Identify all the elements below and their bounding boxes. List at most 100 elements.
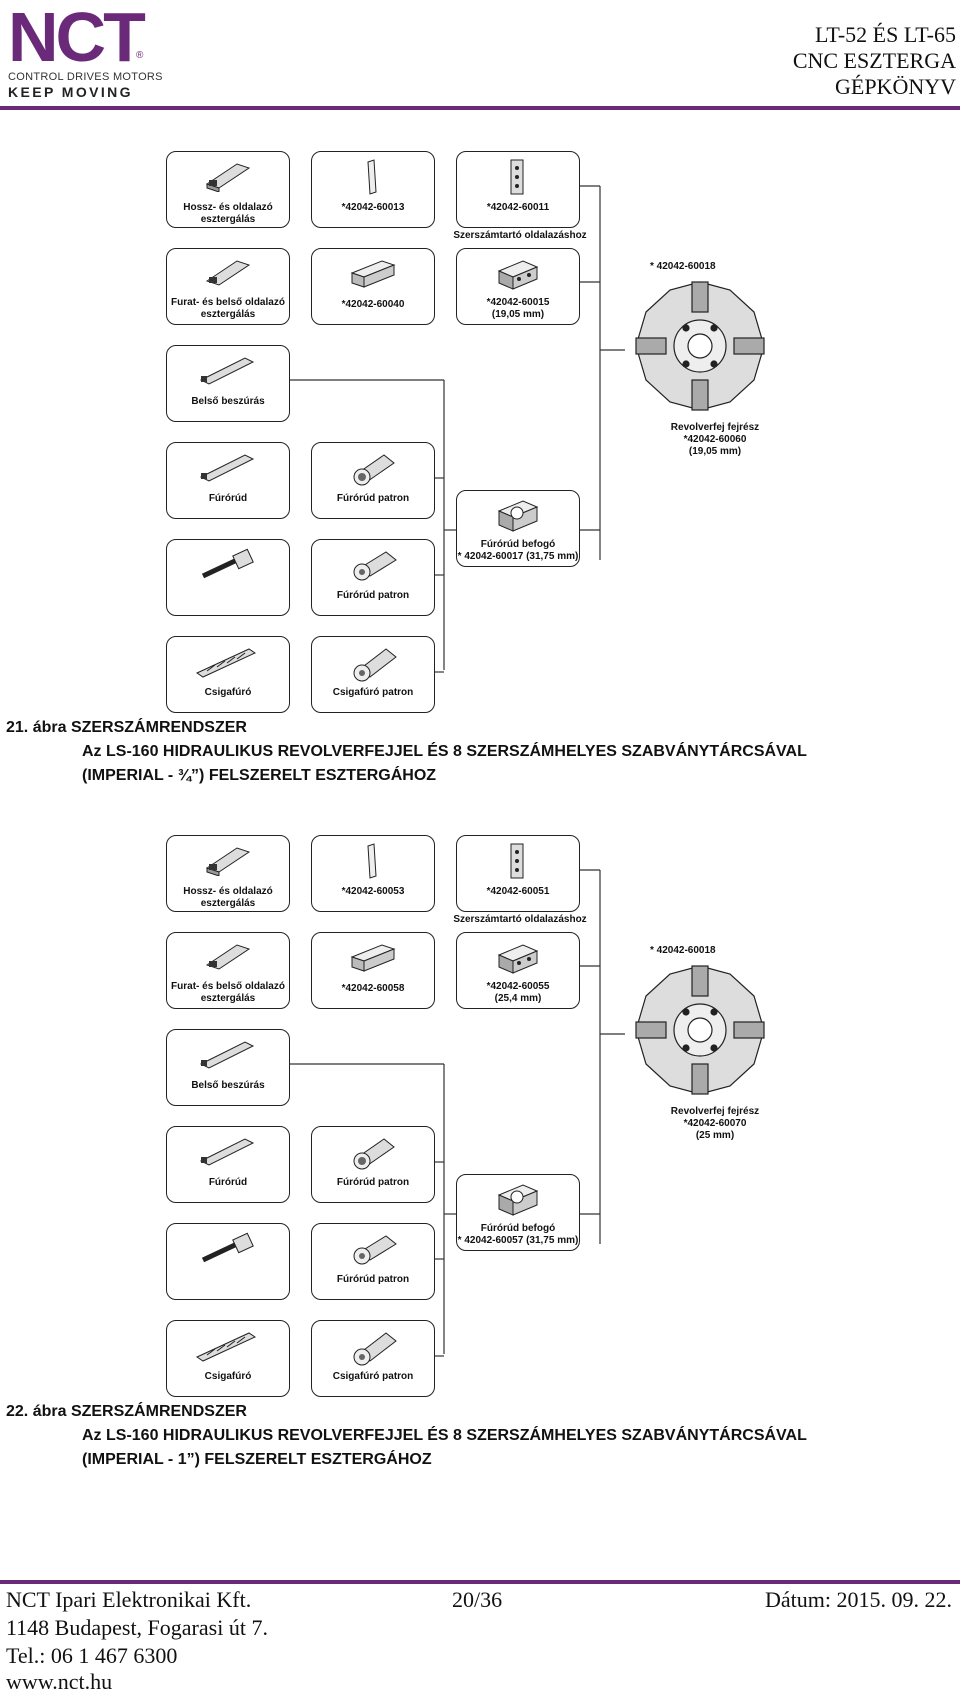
sleeve-icon	[353, 1235, 397, 1265]
tool-box-p4: *42042-60055(25,4 mm)	[456, 932, 580, 1009]
footer-phone: Tel.: 06 1 467 6300	[6, 1643, 178, 1668]
label-revolver-mm: (19,05 mm)	[688, 446, 742, 457]
footer-page-number: 20/36	[452, 1587, 503, 1612]
tool-holder-icon	[205, 163, 251, 192]
spacer-block-icon	[350, 944, 396, 972]
tool-box-p1: *42042-60053	[311, 835, 435, 912]
twist-drill-icon	[195, 1332, 257, 1362]
boring-holder-icon	[205, 260, 251, 286]
title-line-3: GÉPKÖNYV	[835, 74, 956, 99]
tool-box-hossz: Hossz- és oldalazó esztergálás	[166, 151, 290, 228]
label-furorud-patron-2: Fúrórúd patron	[336, 590, 410, 601]
caption-22-number: 22. ábra	[6, 1403, 67, 1420]
label-furat: Furat- és belső oldalazó esztergálás	[171, 297, 285, 320]
label-furorud-patron-2: Fúrórúd patron	[336, 1274, 410, 1285]
label-belso: Belső beszúrás	[191, 1080, 265, 1091]
label-hossz: Hossz- és oldalazó esztergálás	[183, 886, 273, 909]
label-befogo-pn: * 42042-60057 (31,75 mm)	[457, 1235, 579, 1246]
label-befogo: Fúrórúd befogó* 42042-60017 (31,75 mm)	[451, 539, 585, 563]
label-turret-pn: * 42042-60018	[650, 945, 716, 956]
boring-bar-icon	[199, 1138, 255, 1166]
footer-rule	[0, 1580, 960, 1584]
shim-plate-icon	[367, 843, 377, 879]
spacer-block-icon	[350, 260, 396, 288]
tool-box-p3: *42042-60040	[311, 248, 435, 325]
drill-adapter-icon	[201, 1232, 254, 1263]
title-line-1: LT-52 ÉS LT-65	[814, 22, 956, 47]
document-title: LT-52 ÉS LT-65 CNC ESZTERGA GÉPKÖNYV	[793, 22, 956, 100]
footer-company: NCT Ipari Elektronikai Kft.	[6, 1587, 252, 1612]
header-rule	[0, 106, 960, 110]
tool-box-csigafuro: Csigafúró	[166, 1320, 290, 1397]
drill-sleeve-icon	[353, 648, 397, 682]
label-furorud: Fúrórúd	[208, 493, 248, 504]
label-p1: *42042-60053	[341, 886, 405, 897]
label-turret-pn: * 42042-60018	[650, 261, 716, 272]
tool-box-furat: Furat- és belső oldalazó esztergálás	[166, 248, 290, 325]
label-hossz: Hossz- és oldalazó esztergálás	[183, 202, 273, 225]
tool-box-furorud-patron-2: Fúrórúd patron	[311, 1223, 435, 1300]
tool-box-p4: *42042-60015(19,05 mm)	[456, 248, 580, 325]
boring-holder-icon	[205, 944, 251, 970]
drill-sleeve-icon	[353, 1332, 397, 1366]
caption-22-title: SZERSZÁMRENDSZER	[70, 1403, 247, 1420]
tool-box-furorud: Fúrórúd	[166, 1126, 290, 1203]
figure-21-connectors	[288, 185, 625, 673]
nct-logo: NCT	[8, 0, 146, 76]
tool-box-csigafuro-patron: Csigafúró patron	[311, 636, 435, 713]
bar-holder-icon	[497, 1184, 539, 1216]
tool-box-drill-adapter	[166, 1223, 290, 1300]
label-csigafuro: Csigafúró	[204, 1371, 252, 1382]
caption-22-line-3: (IMPERIAL - 1”) FELSZERELT ESZTERGÁHOZ	[82, 1451, 432, 1468]
label-p4-pn: *42042-60055	[486, 981, 550, 992]
logo-registered-mark: ®	[136, 50, 144, 61]
tool-box-csigafuro-patron: Csigafúró patron	[311, 1320, 435, 1397]
label-p1: *42042-60013	[341, 202, 405, 213]
label-furorud: Fúrórúd	[208, 1177, 248, 1188]
turret-disc-icon	[635, 965, 765, 1095]
shim-plate-icon	[367, 159, 377, 195]
label-revolver-name: Revolverfej fejrész	[670, 1106, 760, 1117]
caption-21-line-1: 21. ábra SZERSZÁMRENDSZER	[6, 716, 247, 740]
tool-box-furorud-patron-2: Fúrórúd patron	[311, 539, 435, 616]
label-befogo-pn: * 42042-60017 (31,75 mm)	[457, 551, 579, 562]
label-revolver-pn: *42042-60060	[683, 434, 747, 445]
label-p2: *42042-60011	[486, 202, 550, 213]
caption-22-line-2: Az LS-160 HIDRAULIKUS REVOLVERFEJJEL ÉS …	[82, 1427, 807, 1444]
footer-website: www.nct.hu	[6, 1669, 113, 1694]
label-p4-mm: (25,4 mm)	[494, 993, 542, 1004]
tool-box-furorud: Fúrórúd	[166, 442, 290, 519]
grooving-bar-icon	[199, 357, 255, 385]
caption-21-line-3: (IMPERIAL - ¾”) FELSZERELT ESZTERGÁHOZ	[82, 767, 437, 784]
drill-adapter-icon	[201, 548, 254, 579]
tool-box-belso: Belső beszúrás	[166, 1029, 290, 1106]
label-p3: *42042-60040	[341, 299, 405, 310]
tool-box-p1: *42042-60013	[311, 151, 435, 228]
label-csigafuro-patron: Csigafúró patron	[332, 687, 414, 698]
sleeve-icon	[353, 551, 397, 581]
tool-holder-icon	[205, 847, 251, 876]
label-csigafuro: Csigafúró	[204, 687, 252, 698]
tool-box-furat: Furat- és belső oldalazó esztergálás	[166, 932, 290, 1009]
logo-slogan: KEEP MOVING	[8, 84, 133, 100]
tool-box-hossz: Hossz- és oldalazó esztergálás	[166, 835, 290, 912]
tool-box-drill-adapter	[166, 539, 290, 616]
boring-bar-icon	[199, 454, 255, 482]
tool-box-befogo: Fúrórúd befogó* 42042-60057 (31,75 mm)	[456, 1174, 580, 1251]
tool-box-p2: *42042-60011	[456, 151, 580, 228]
footer-address: 1148 Budapest, Fogarasi út 7.	[6, 1615, 268, 1640]
label-furorud-patron: Fúrórúd patron	[336, 493, 410, 504]
label-befogo: Fúrórúd befogó* 42042-60057 (31,75 mm)	[451, 1223, 585, 1247]
title-line-2: CNC ESZTERGA	[792, 48, 956, 73]
figure-22: Hossz- és oldalazó esztergálás *42042-60…	[0, 684, 960, 1484]
sleeve-icon	[353, 1138, 395, 1170]
figure-22-connectors	[288, 869, 625, 1357]
bar-holder-icon	[497, 500, 539, 532]
logo-tagline: CONTROL DRIVES MOTORS	[8, 71, 163, 83]
clamp-block-icon	[510, 159, 524, 195]
caption-21-title: SZERSZÁMRENDSZER	[70, 719, 247, 736]
tool-box-p2: *42042-60051	[456, 835, 580, 912]
label-belso: Belső beszúrás	[191, 396, 265, 407]
label-p4-mm: (19,05 mm)	[491, 309, 545, 320]
